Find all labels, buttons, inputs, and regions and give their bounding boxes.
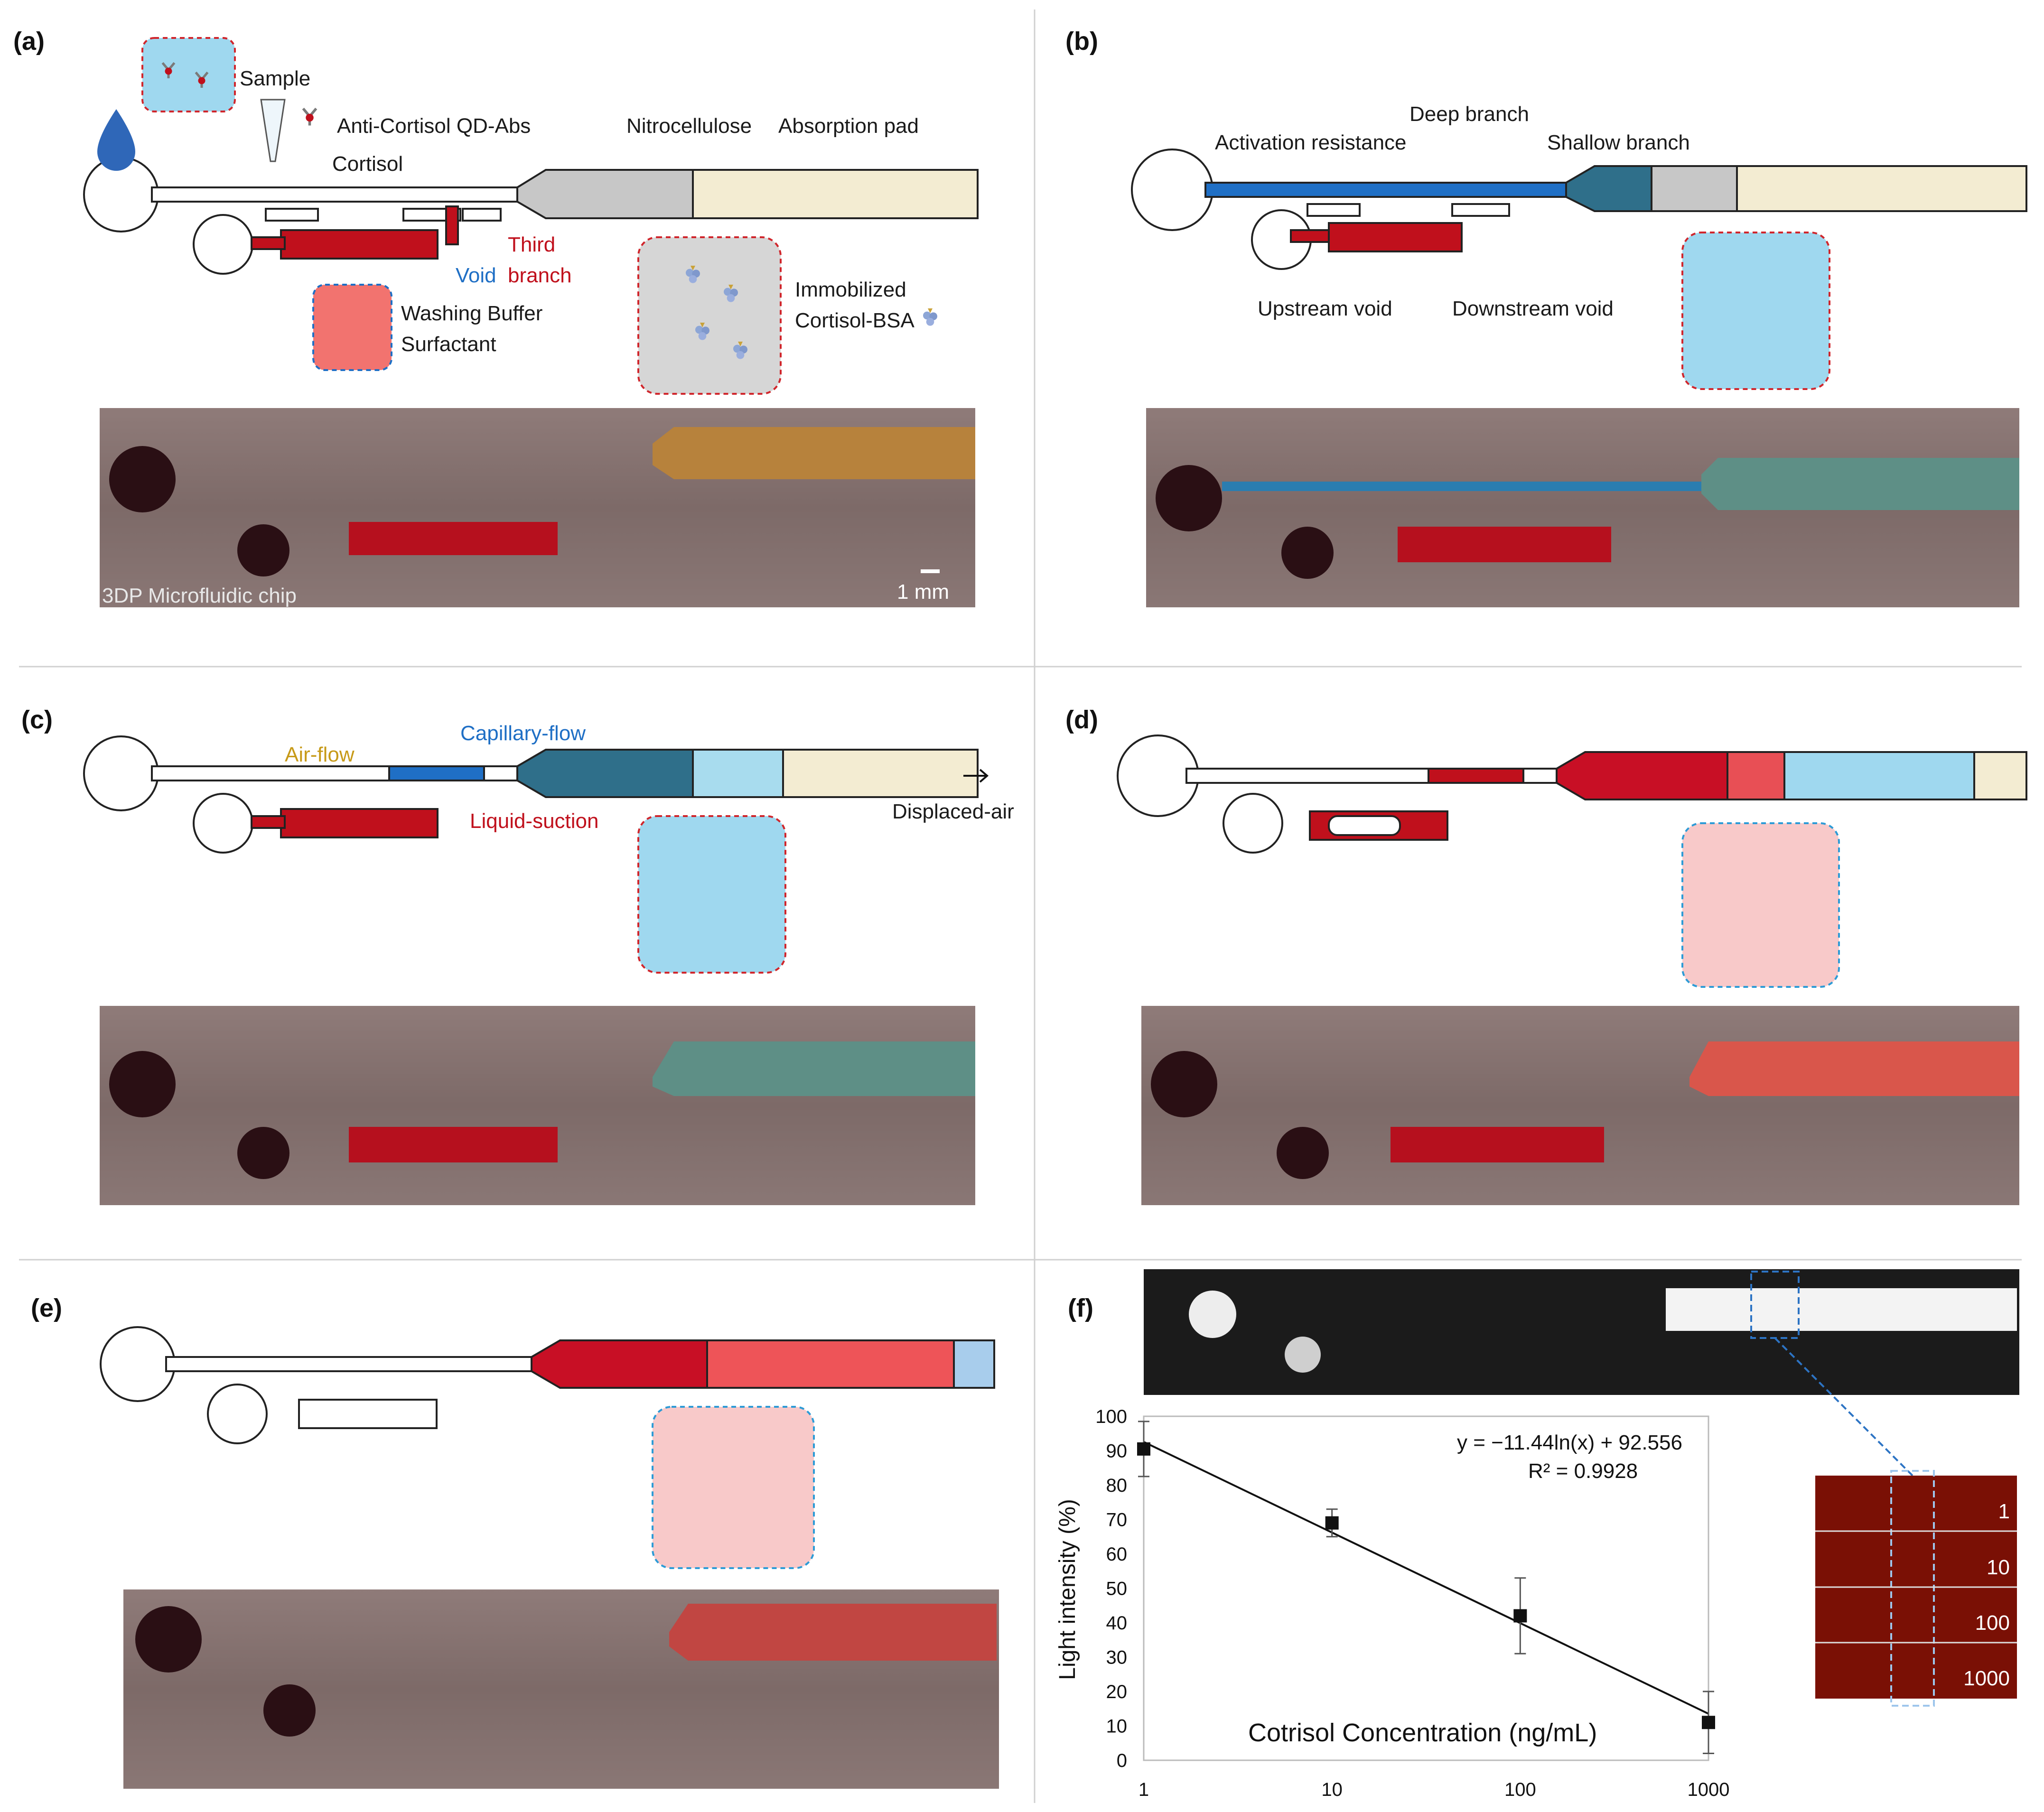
inset-e bbox=[652, 1406, 815, 1569]
panel-separators bbox=[19, 9, 2022, 1803]
panel-a: (a) Sample Anti-Cortisol QD-Abs Cortisol… bbox=[13, 27, 979, 607]
inset-c bbox=[637, 815, 786, 974]
y-tick-label: 20 bbox=[1106, 1682, 1128, 1702]
photo-d bbox=[1141, 1006, 2019, 1205]
inset-b bbox=[1681, 232, 1830, 390]
y-tick-label: 10 bbox=[1106, 1716, 1128, 1737]
panel-c: (c) Capillary-flow Air-flow Liquid-sucti… bbox=[21, 706, 1014, 1205]
label-activation-resistance: Activation resistance bbox=[1215, 131, 1407, 154]
data-point bbox=[1325, 1516, 1339, 1530]
inset-d bbox=[1681, 822, 1840, 988]
label-downstream-void: Downstream void bbox=[1452, 297, 1614, 320]
label-cortisol-bsa: Cortisol-BSA bbox=[795, 309, 915, 332]
zoom-line bbox=[1774, 1337, 1913, 1477]
y-tick-label: 40 bbox=[1106, 1613, 1128, 1634]
panel-a-label: (a) bbox=[13, 27, 45, 56]
x-tick-label: 10 bbox=[1321, 1779, 1343, 1800]
chip-diagram-d bbox=[1117, 734, 2027, 854]
x-axis-title: Cotrisol Concentration (ng/mL) bbox=[1248, 1719, 1597, 1747]
data-point bbox=[1513, 1609, 1527, 1623]
label-void: Void bbox=[456, 264, 496, 287]
photo-f bbox=[1144, 1269, 2019, 1395]
label-washing-buffer: Washing Buffer bbox=[401, 302, 542, 325]
label-displaced-air: Displaced-air bbox=[892, 800, 1014, 823]
data-point bbox=[1702, 1716, 1715, 1729]
label-shallow-branch: Shallow branch bbox=[1547, 131, 1690, 154]
test-strip-images: 1 10 100 1000 bbox=[1815, 1470, 2017, 1707]
plot-area bbox=[1143, 1415, 1709, 1761]
x-tick-label: 1 bbox=[1139, 1779, 1149, 1800]
scale-bar bbox=[921, 569, 940, 573]
sample-drop-icon bbox=[97, 109, 135, 171]
y-tick-label: 0 bbox=[1117, 1750, 1127, 1771]
displaced-air-arrow bbox=[963, 769, 989, 783]
panel-b-label: (b) bbox=[1065, 27, 1098, 56]
scale-label: 1 mm bbox=[897, 580, 949, 604]
y-tick-label: 80 bbox=[1106, 1475, 1128, 1496]
washing-inset bbox=[312, 284, 392, 371]
strip-label-100: 100 bbox=[1975, 1611, 2010, 1635]
fit-r2: R² = 0.9928 bbox=[1528, 1459, 1638, 1483]
strip-label-1: 1 bbox=[1998, 1500, 2010, 1523]
tube-icon bbox=[260, 99, 286, 162]
label-cortisol: Cortisol bbox=[332, 152, 403, 176]
data-point bbox=[1137, 1442, 1150, 1456]
panel-d: (d) bbox=[1065, 706, 2027, 1205]
chip-diagram-b bbox=[1131, 149, 2027, 270]
panel-b: (b) Deep branch Activation resistance Sh… bbox=[1065, 27, 2027, 607]
calibration-chart: Light intensity (%) Cotrisol Concentrati… bbox=[1055, 1406, 1729, 1800]
label-capillary-flow: Capillary-flow bbox=[460, 722, 586, 745]
y-tick-label: 60 bbox=[1106, 1544, 1128, 1565]
trendline bbox=[1143, 1441, 1709, 1715]
strip-label-10: 10 bbox=[1987, 1556, 2010, 1579]
panel-c-label: (c) bbox=[21, 706, 53, 734]
panel-d-label: (d) bbox=[1065, 706, 1098, 734]
y-tick-label: 30 bbox=[1106, 1647, 1128, 1668]
chip-diagram-e bbox=[100, 1326, 995, 1444]
chip-diagram-a bbox=[83, 157, 979, 275]
strip-label-1000: 1000 bbox=[1963, 1667, 2010, 1690]
label-upstream-void: Upstream void bbox=[1258, 297, 1392, 320]
y-tick-label: 70 bbox=[1106, 1510, 1128, 1531]
label-sample: Sample bbox=[240, 67, 310, 90]
label-deep-branch: Deep branch bbox=[1409, 102, 1529, 126]
immobilized-inset bbox=[637, 236, 782, 395]
panel-e: (e) bbox=[31, 1294, 999, 1789]
panel-e-label: (e) bbox=[31, 1294, 62, 1322]
label-nitrocellulose: Nitrocellulose bbox=[626, 114, 752, 138]
label-qd-abs: Anti-Cortisol QD-Abs bbox=[337, 114, 531, 138]
sample-inset bbox=[141, 37, 236, 112]
y-axis-title: Light intensity (%) bbox=[1055, 1499, 1080, 1680]
fit-equation: y = −11.44ln(x) + 92.556 bbox=[1457, 1431, 1682, 1454]
y-tick-label: 50 bbox=[1106, 1579, 1128, 1599]
label-branch: branch bbox=[508, 264, 572, 287]
chip-diagram-c bbox=[83, 735, 979, 854]
label-third: Third bbox=[508, 233, 555, 256]
photo-c bbox=[100, 1006, 975, 1205]
y-tick-label: 100 bbox=[1095, 1406, 1127, 1427]
photo-caption-a: 3DP Microfluidic chip bbox=[102, 584, 297, 607]
label-liquid-suction: Liquid-suction bbox=[470, 809, 599, 833]
x-tick-label: 1000 bbox=[1688, 1779, 1730, 1800]
x-tick-label: 100 bbox=[1504, 1779, 1536, 1800]
label-absorption-pad: Absorption pad bbox=[778, 114, 919, 138]
label-surfactant: Surfactant bbox=[401, 333, 496, 356]
panel-f-label: (f) bbox=[1068, 1294, 1093, 1322]
label-immobilized: Immobilized bbox=[795, 278, 906, 301]
y-tick-label: 90 bbox=[1106, 1441, 1128, 1462]
label-air-flow: Air-flow bbox=[285, 743, 355, 766]
panel-f: (f) 1 10 100 1000 Light intensity (%) Co… bbox=[1055, 1269, 2019, 1800]
